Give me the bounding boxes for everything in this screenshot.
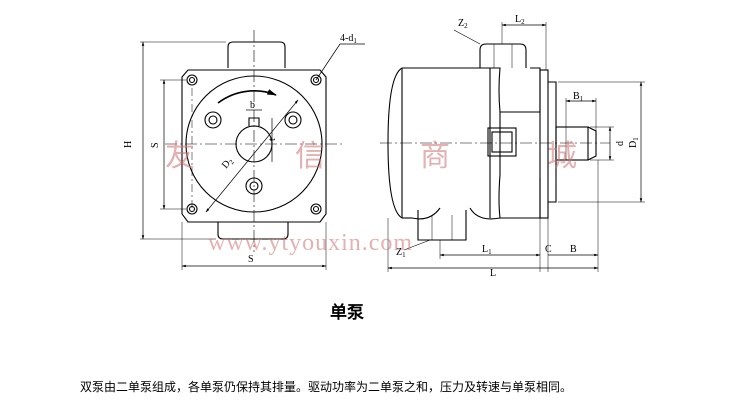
front-flange [181,69,327,223]
body-bolts [204,111,302,195]
front-view [140,30,365,270]
dimension-labels: H S S 4-d1 b t D2 Z2 L2 B1 d D1 Z1 L1 C … [123,14,640,279]
label-S-horizontal: S [248,254,254,265]
watermark-char-3: 商 [420,139,450,174]
label-b: b [250,100,255,111]
label-L1: L1 [482,244,492,256]
label-C: C [545,244,552,255]
label-B: B [570,244,577,255]
label-L: L [490,268,496,279]
side-view [380,22,645,272]
note-text: 双泵由二单泵组成，各单泵仍保持其排量。驱动功率为二单泵之和，压力及转速与单泵相同… [80,380,573,394]
label-D1: D1 [628,137,640,148]
caption: 单泵 [330,303,364,323]
label-H: H [123,141,134,148]
label-4-d1: 4-d1 [340,33,357,45]
pump-drawing: H S S 4-d1 b t D2 Z2 L2 B1 d D1 Z1 L1 C … [123,14,645,279]
label-Z2: Z2 [458,18,468,30]
label-B1: B1 [573,91,584,103]
corner-bolt-holes [186,74,322,215]
label-D2: D2 [220,155,236,171]
label-t: t [267,138,278,141]
label-L2: L2 [515,14,525,26]
watermark-char-1: 友 [165,139,195,174]
watermark: 友 信 商 城 www.ytyouxin.com [165,139,577,256]
label-d: d [615,141,626,146]
watermark-char-2: 信 [295,139,325,174]
watermark-char-4: 城 [547,139,577,174]
label-Z1: Z1 [396,247,406,259]
label-S-vertical: S [150,142,161,148]
watermark-url: www.ytyouxin.com [208,230,413,256]
